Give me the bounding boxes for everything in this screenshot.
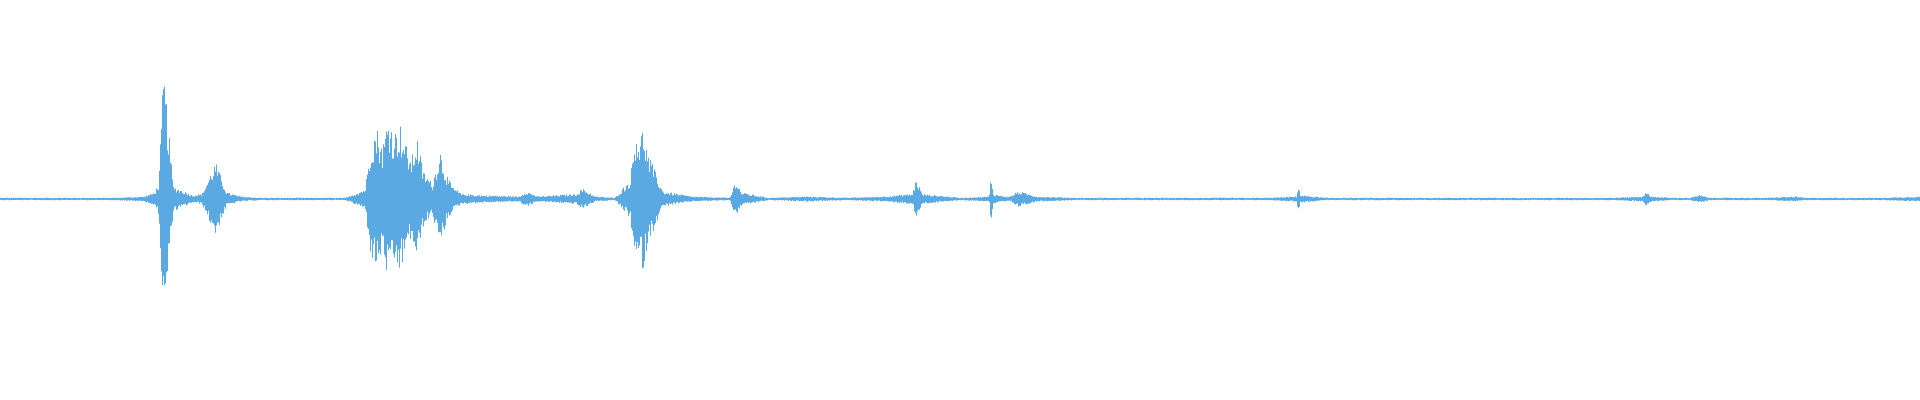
- waveform-samples: [0, 86, 1920, 286]
